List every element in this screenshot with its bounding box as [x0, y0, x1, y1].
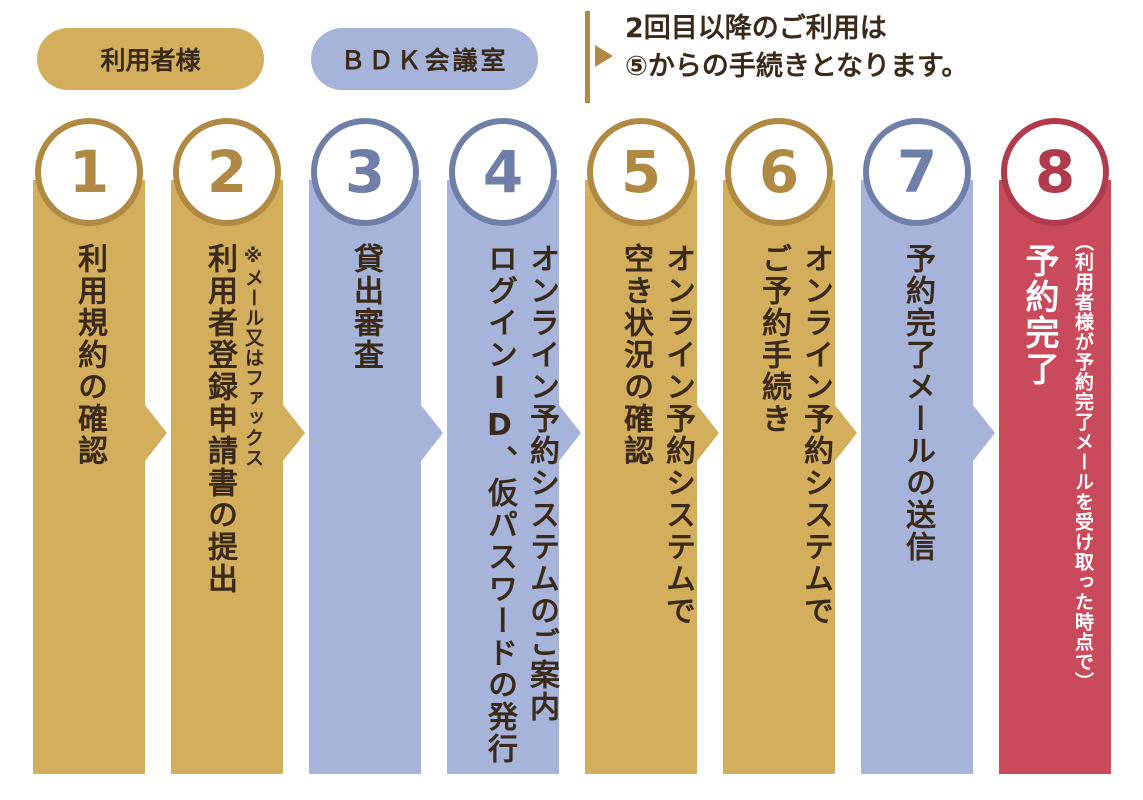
- step-2-text: 利用者登録申請書の提出: [202, 243, 237, 595]
- step-1-number: 1: [35, 118, 143, 226]
- step-2-note: ※メール又はファックス: [242, 245, 264, 468]
- user-label: 利用者様: [37, 28, 264, 90]
- bdk-room-label: ＢＤＫ会議室: [311, 28, 538, 90]
- step-7-column: [861, 180, 973, 774]
- repeat-use-note-line1: 2回目以降のご利用は: [625, 13, 887, 44]
- repeat-use-note: 2回目以降のご利用は ⑤からの手続きとなります。: [625, 10, 968, 86]
- step-7-number: 7: [863, 118, 971, 226]
- step-4-column: [447, 180, 559, 774]
- step-7-text: 予約完了メールの送信: [900, 243, 935, 563]
- step-5-text-line1: オンライン予約システムで: [660, 243, 695, 627]
- step-4-text-line1: オンライン予約システムのご案内: [524, 243, 559, 723]
- step-8-column: [999, 180, 1111, 774]
- repeat-use-note-line2: ⑤からの手続きとなります。: [625, 51, 969, 82]
- step-6-number: 6: [725, 118, 833, 226]
- step-8-text: 予約完了: [1019, 243, 1059, 387]
- step-2-column: [171, 180, 283, 774]
- note-arrow-icon: [595, 45, 613, 67]
- step-1-text: 利用規約の確認: [72, 243, 107, 467]
- step-6-text-line1: オンライン予約システムで: [798, 243, 833, 627]
- step-2-number: 2: [173, 118, 281, 226]
- step-5-text-line2: 空き状況の確認: [618, 243, 653, 467]
- chevron-right-icon: [835, 405, 857, 461]
- step-8-number: 8: [1001, 118, 1109, 226]
- step-6-text-line2: ご予約手続き: [756, 243, 791, 435]
- step-1-column: [33, 180, 145, 774]
- step-8-note: （利用者様が予約完了メールを受け取った時点で）: [1072, 232, 1094, 692]
- step-4-text-line2: ログインID、仮パスワードの発行: [482, 243, 517, 765]
- chevron-right-icon: [559, 405, 581, 461]
- chevron-right-icon: [973, 405, 995, 461]
- step-6-column: [723, 180, 835, 774]
- chevron-right-icon: [145, 405, 167, 461]
- step-3-column: [309, 180, 421, 774]
- chevron-right-icon: [421, 405, 443, 461]
- chevron-right-icon: [697, 405, 719, 461]
- step-3-number: 3: [311, 118, 419, 226]
- note-divider: [585, 11, 590, 103]
- step-3-text: 貸出審査: [348, 243, 383, 371]
- step-5-column: [585, 180, 697, 774]
- step-5-number: 5: [587, 118, 695, 226]
- chevron-right-icon: [283, 405, 305, 461]
- step-4-number: 4: [449, 118, 557, 226]
